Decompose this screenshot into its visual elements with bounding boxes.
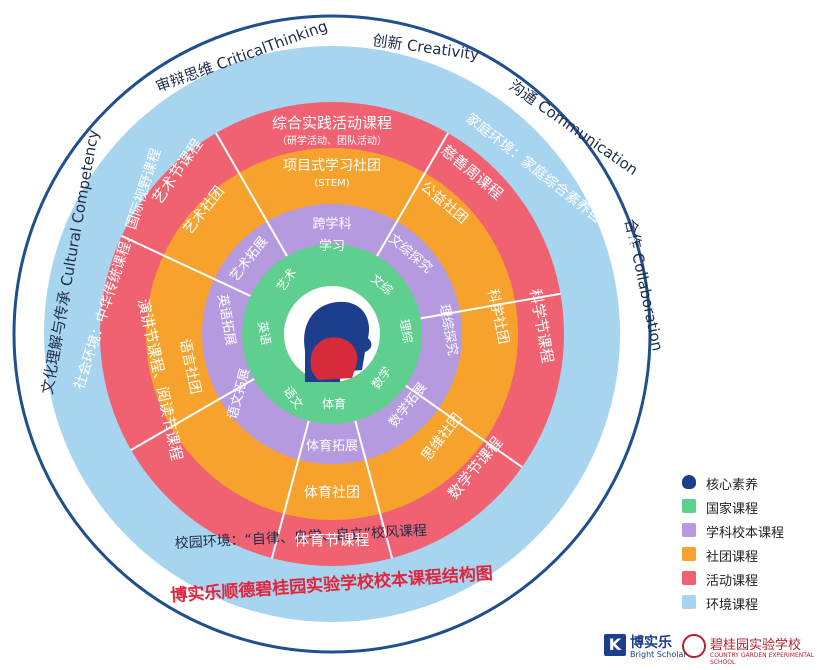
legend-label: 核心素养 <box>706 478 759 493</box>
legend-swatch <box>682 595 696 609</box>
legend-label: 社团课程 <box>706 550 759 565</box>
ring-divider-7 <box>121 235 251 297</box>
national-english: 英语 <box>255 320 273 346</box>
ring-dividers <box>121 132 561 559</box>
legend-item-national: 国家课程 <box>680 496 830 520</box>
school-seal-icon <box>682 634 706 658</box>
ring-divider-5 <box>270 420 310 559</box>
legend-item-environment: 环境课程 <box>680 592 830 616</box>
club-sports: 体育社团 <box>304 485 360 501</box>
school-sports: 体育拓展 <box>306 438 358 454</box>
school-logo-cn: 碧桂园实验学校 <box>710 638 802 653</box>
legend-swatch <box>682 499 696 513</box>
activity-practice: 综合实践活动课程 <box>272 114 392 132</box>
ring-divider-3 <box>405 384 523 468</box>
national-sports: 体育 <box>322 396 346 411</box>
ring-divider-6 <box>130 378 255 451</box>
ring-divider-0 <box>215 132 288 257</box>
legend-label: 学科校本课程 <box>706 526 785 541</box>
legend-item-school: 学科校本课程 <box>680 520 830 544</box>
legend-label: 活动课程 <box>706 574 759 589</box>
activity-practice-note: （研学活动、团队活动） <box>277 134 387 147</box>
school-interdisciplinary-2: 学习 <box>319 238 345 254</box>
legend-swatch <box>682 571 696 585</box>
school-interdisciplinary: 跨学科 <box>312 216 351 232</box>
bright-scholar-cn: 博实乐 <box>630 635 672 651</box>
legend-label: 国家课程 <box>706 502 759 517</box>
core-head-icon <box>682 475 696 489</box>
legend-swatch <box>682 523 696 537</box>
logo-bar: K 博实乐 Bright Scholar 碧桂园实验学校 COUNTRY GAR… <box>600 628 830 670</box>
club-project: 项目式学习社团 <box>283 158 381 174</box>
school-logo-en: COUNTRY GARDEN EXPERIMENTAL SCHOOL <box>710 652 814 666</box>
legend-item-club: 社团课程 <box>680 544 830 568</box>
ring-divider-1 <box>376 132 449 257</box>
legend-item-core: 核心素养 <box>680 472 830 496</box>
legend-label: 环境课程 <box>706 598 759 613</box>
legend-swatch <box>682 547 696 561</box>
ring-divider-2 <box>420 292 561 320</box>
bright-scholar-logo-icon: K <box>604 634 626 656</box>
bright-scholar-en: Bright Scholar <box>630 650 687 659</box>
club-project-note: (STEM) <box>314 178 349 189</box>
ring-divider-4 <box>354 420 394 559</box>
national-science: 理综 <box>397 318 415 344</box>
core-literacy-icon <box>304 301 372 382</box>
activity-sports: 体育节课程 <box>294 531 369 549</box>
legend: 核心素养 国家课程 学科校本课程 社团课程 活动课程 环境课程 <box>680 472 830 616</box>
legend-item-activity: 活动课程 <box>680 568 830 592</box>
